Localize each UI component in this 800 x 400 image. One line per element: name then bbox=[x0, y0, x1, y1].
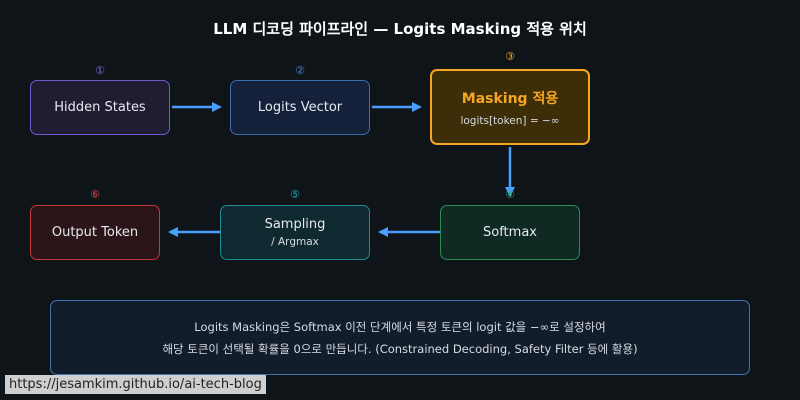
node-hidden-states-label: Hidden States bbox=[54, 100, 146, 115]
step-number-6: ⑥ bbox=[90, 188, 100, 201]
diagram-title: LLM 디코딩 파이프라인 — Logits Masking 적용 위치 bbox=[213, 20, 587, 38]
node-logits-vector: Logits Vector bbox=[230, 80, 370, 135]
node-logits-vector-label: Logits Vector bbox=[257, 100, 343, 115]
node-sampling-label: Sampling bbox=[264, 217, 326, 232]
step-number-4: ④ bbox=[505, 188, 515, 201]
node-masking-formula: logits[token] = −∞ bbox=[460, 114, 560, 127]
node-softmax: Softmax bbox=[440, 205, 580, 260]
note-line-1: Logits Masking은 Softmax 이전 단계에서 특정 토큰의 l… bbox=[194, 319, 606, 334]
source-url[interactable]: https://jesamkim.github.io/ai-tech-blog bbox=[5, 375, 266, 394]
node-hidden-states: Hidden States bbox=[30, 80, 170, 135]
node-softmax-label: Softmax bbox=[483, 225, 537, 240]
step-number-3: ③ bbox=[505, 50, 515, 63]
node-output-token-label: Output Token bbox=[51, 225, 139, 240]
node-masking-label: Masking 적용 bbox=[461, 90, 559, 107]
note-line-2: 해당 토큰이 선택될 확률을 0으로 만듭니다. (Constrained De… bbox=[162, 341, 638, 356]
node-output-token: Output Token bbox=[30, 205, 160, 260]
step-number-5: ⑤ bbox=[290, 188, 300, 201]
explanation-note: Logits Masking은 Softmax 이전 단계에서 특정 토큰의 l… bbox=[50, 300, 750, 375]
step-number-1: ① bbox=[95, 64, 105, 77]
node-sampling-sub: / Argmax bbox=[271, 236, 319, 248]
node-masking: Masking 적용 logits[token] = −∞ bbox=[430, 69, 590, 145]
step-number-2: ② bbox=[295, 64, 305, 77]
node-sampling: Sampling / Argmax bbox=[220, 205, 370, 260]
